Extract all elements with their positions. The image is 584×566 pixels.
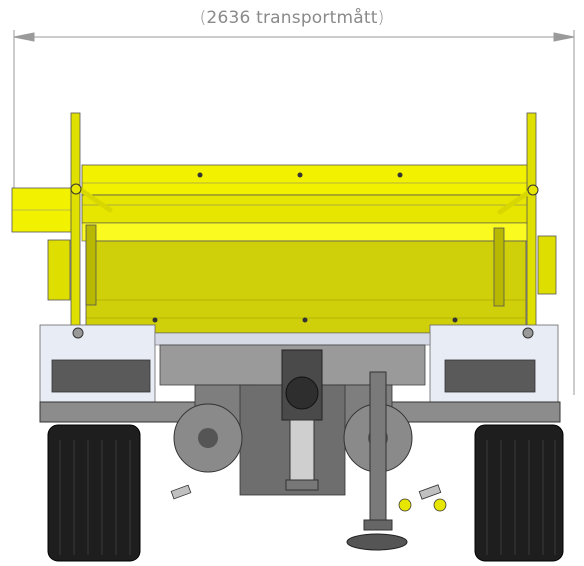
tire-treads [59, 440, 556, 555]
dimension-value: 2636 [206, 8, 251, 28]
dimension-label: (2636 transportmått) [0, 8, 584, 28]
lamp-left [51, 359, 151, 393]
lamp-right [444, 359, 536, 393]
hinge-left [70, 183, 82, 195]
braces [75, 185, 535, 215]
support-leg [346, 371, 408, 551]
tires [47, 424, 564, 562]
dimension-line [13, 30, 575, 395]
dimension-text: transportmått [256, 8, 378, 28]
dimension-open-paren: ( [199, 8, 207, 28]
hitch [281, 349, 323, 491]
dump-body [81, 164, 533, 334]
couplings [170, 484, 447, 512]
hinge-right [527, 184, 539, 196]
dimension-close-paren: ) [377, 8, 385, 28]
